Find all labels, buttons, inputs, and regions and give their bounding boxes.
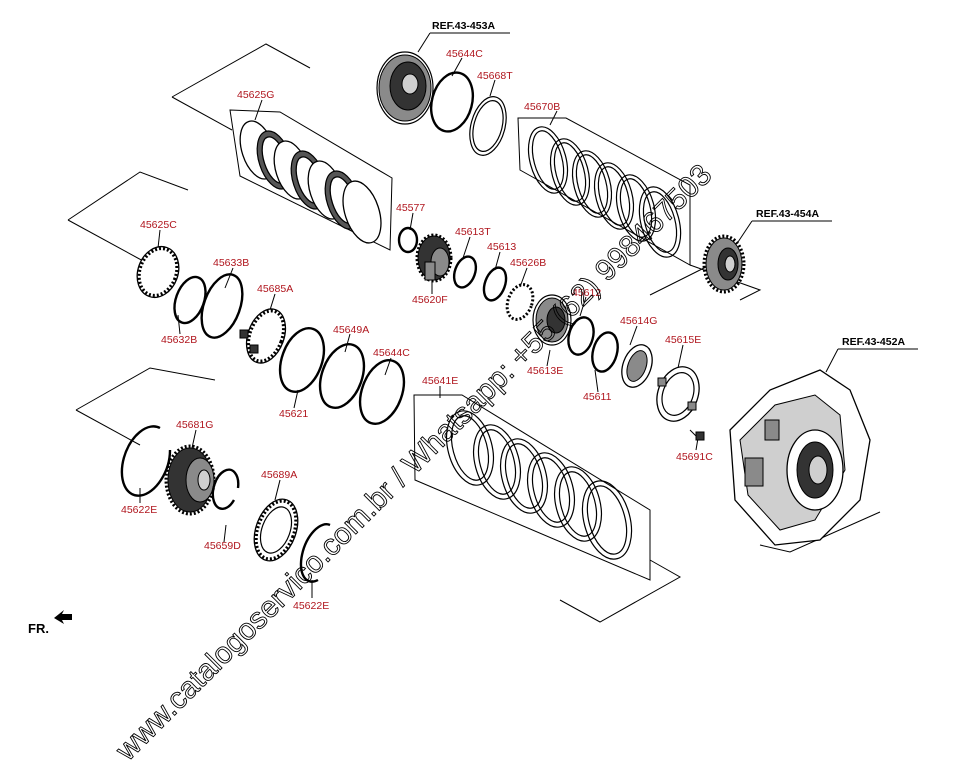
frame-45670b	[517, 117, 691, 266]
ring-45626b	[505, 283, 535, 321]
part-label: 45611	[583, 391, 612, 403]
retainer-45614g	[621, 344, 653, 388]
ring-45577	[397, 226, 419, 254]
group-frames	[67, 43, 881, 623]
clutch-hub-45625c	[136, 245, 180, 299]
part-label: 45613	[487, 241, 516, 253]
part-label: 45691C	[676, 451, 713, 463]
part-label: 45689A	[261, 469, 297, 481]
sun-gear-45620f	[415, 233, 453, 283]
part-labels: 45644C 45668T 45625G 45670B 45577 45613T…	[121, 48, 713, 612]
part-label: 45670B	[524, 101, 560, 113]
frame-45625g	[229, 109, 393, 251]
ring-45649a	[318, 343, 366, 409]
part-label: 45644C	[446, 48, 483, 60]
part-label: 45685A	[257, 283, 293, 295]
carrier-45613e	[532, 294, 572, 346]
ring-45613t	[452, 255, 478, 289]
part-label: 45622E	[121, 504, 157, 516]
part-label: 45626B	[510, 257, 546, 269]
part-label: 45681G	[176, 419, 213, 431]
front-marker: FR.	[28, 621, 49, 636]
ring-45613	[482, 266, 508, 302]
piston-assembly-top	[376, 51, 434, 125]
ref-label: REF.43-453A	[432, 20, 495, 32]
bearing-45685a	[239, 308, 287, 364]
piston-45689a	[253, 498, 299, 562]
ring-45644c-mid	[358, 359, 406, 425]
bolt-45691c	[689, 429, 705, 441]
part-label: 45622E	[293, 600, 329, 612]
part-label: 45577	[396, 202, 425, 214]
ring-45611	[591, 331, 619, 373]
part-label: 45621	[279, 408, 308, 420]
ref-labels: REF.43-453A REF.43-454A REF.43-452A	[432, 20, 905, 348]
clutch-pack-45641e	[445, 410, 633, 560]
snap-ring-45622e-bottom	[299, 523, 331, 583]
snap-ring-45659d	[211, 468, 240, 510]
part-label: 45641E	[422, 375, 458, 387]
housing-45615e	[656, 366, 700, 422]
ring-45644c-top	[429, 71, 475, 133]
ref-label: REF.43-452A	[842, 336, 905, 348]
frame-45641e	[413, 394, 651, 581]
part-label: 45625C	[140, 219, 177, 231]
part-label: 45614G	[620, 315, 657, 327]
ring-45621	[278, 327, 326, 393]
front-arrow-icon	[54, 610, 72, 624]
part-label: 45625G	[237, 89, 274, 101]
part-label: 45613T	[455, 226, 491, 238]
part-label: 45620F	[412, 294, 448, 306]
clutch-drum-45681g	[164, 444, 216, 516]
transmission-case	[729, 369, 871, 546]
ring-45633b	[200, 273, 244, 339]
clutch-pack-45670b	[527, 126, 682, 258]
snap-ring-45622e-left	[120, 425, 172, 497]
part-label: 45668T	[477, 70, 513, 82]
part-label: 45644C	[373, 347, 410, 359]
part-label: 45615E	[665, 334, 701, 346]
part-label: 45632B	[161, 334, 197, 346]
part-label: 45613E	[527, 365, 563, 377]
drum-assembly-right	[702, 234, 746, 294]
part-label: 45612	[572, 287, 601, 299]
ref-label: REF.43-454A	[756, 208, 819, 220]
part-label: 45633B	[213, 257, 249, 269]
clutch-pack-45625g	[239, 120, 382, 244]
ring-45668t	[469, 96, 507, 156]
part-label: 45649A	[333, 324, 369, 336]
ring-45612	[567, 316, 595, 356]
part-label: 45659D	[204, 540, 241, 552]
